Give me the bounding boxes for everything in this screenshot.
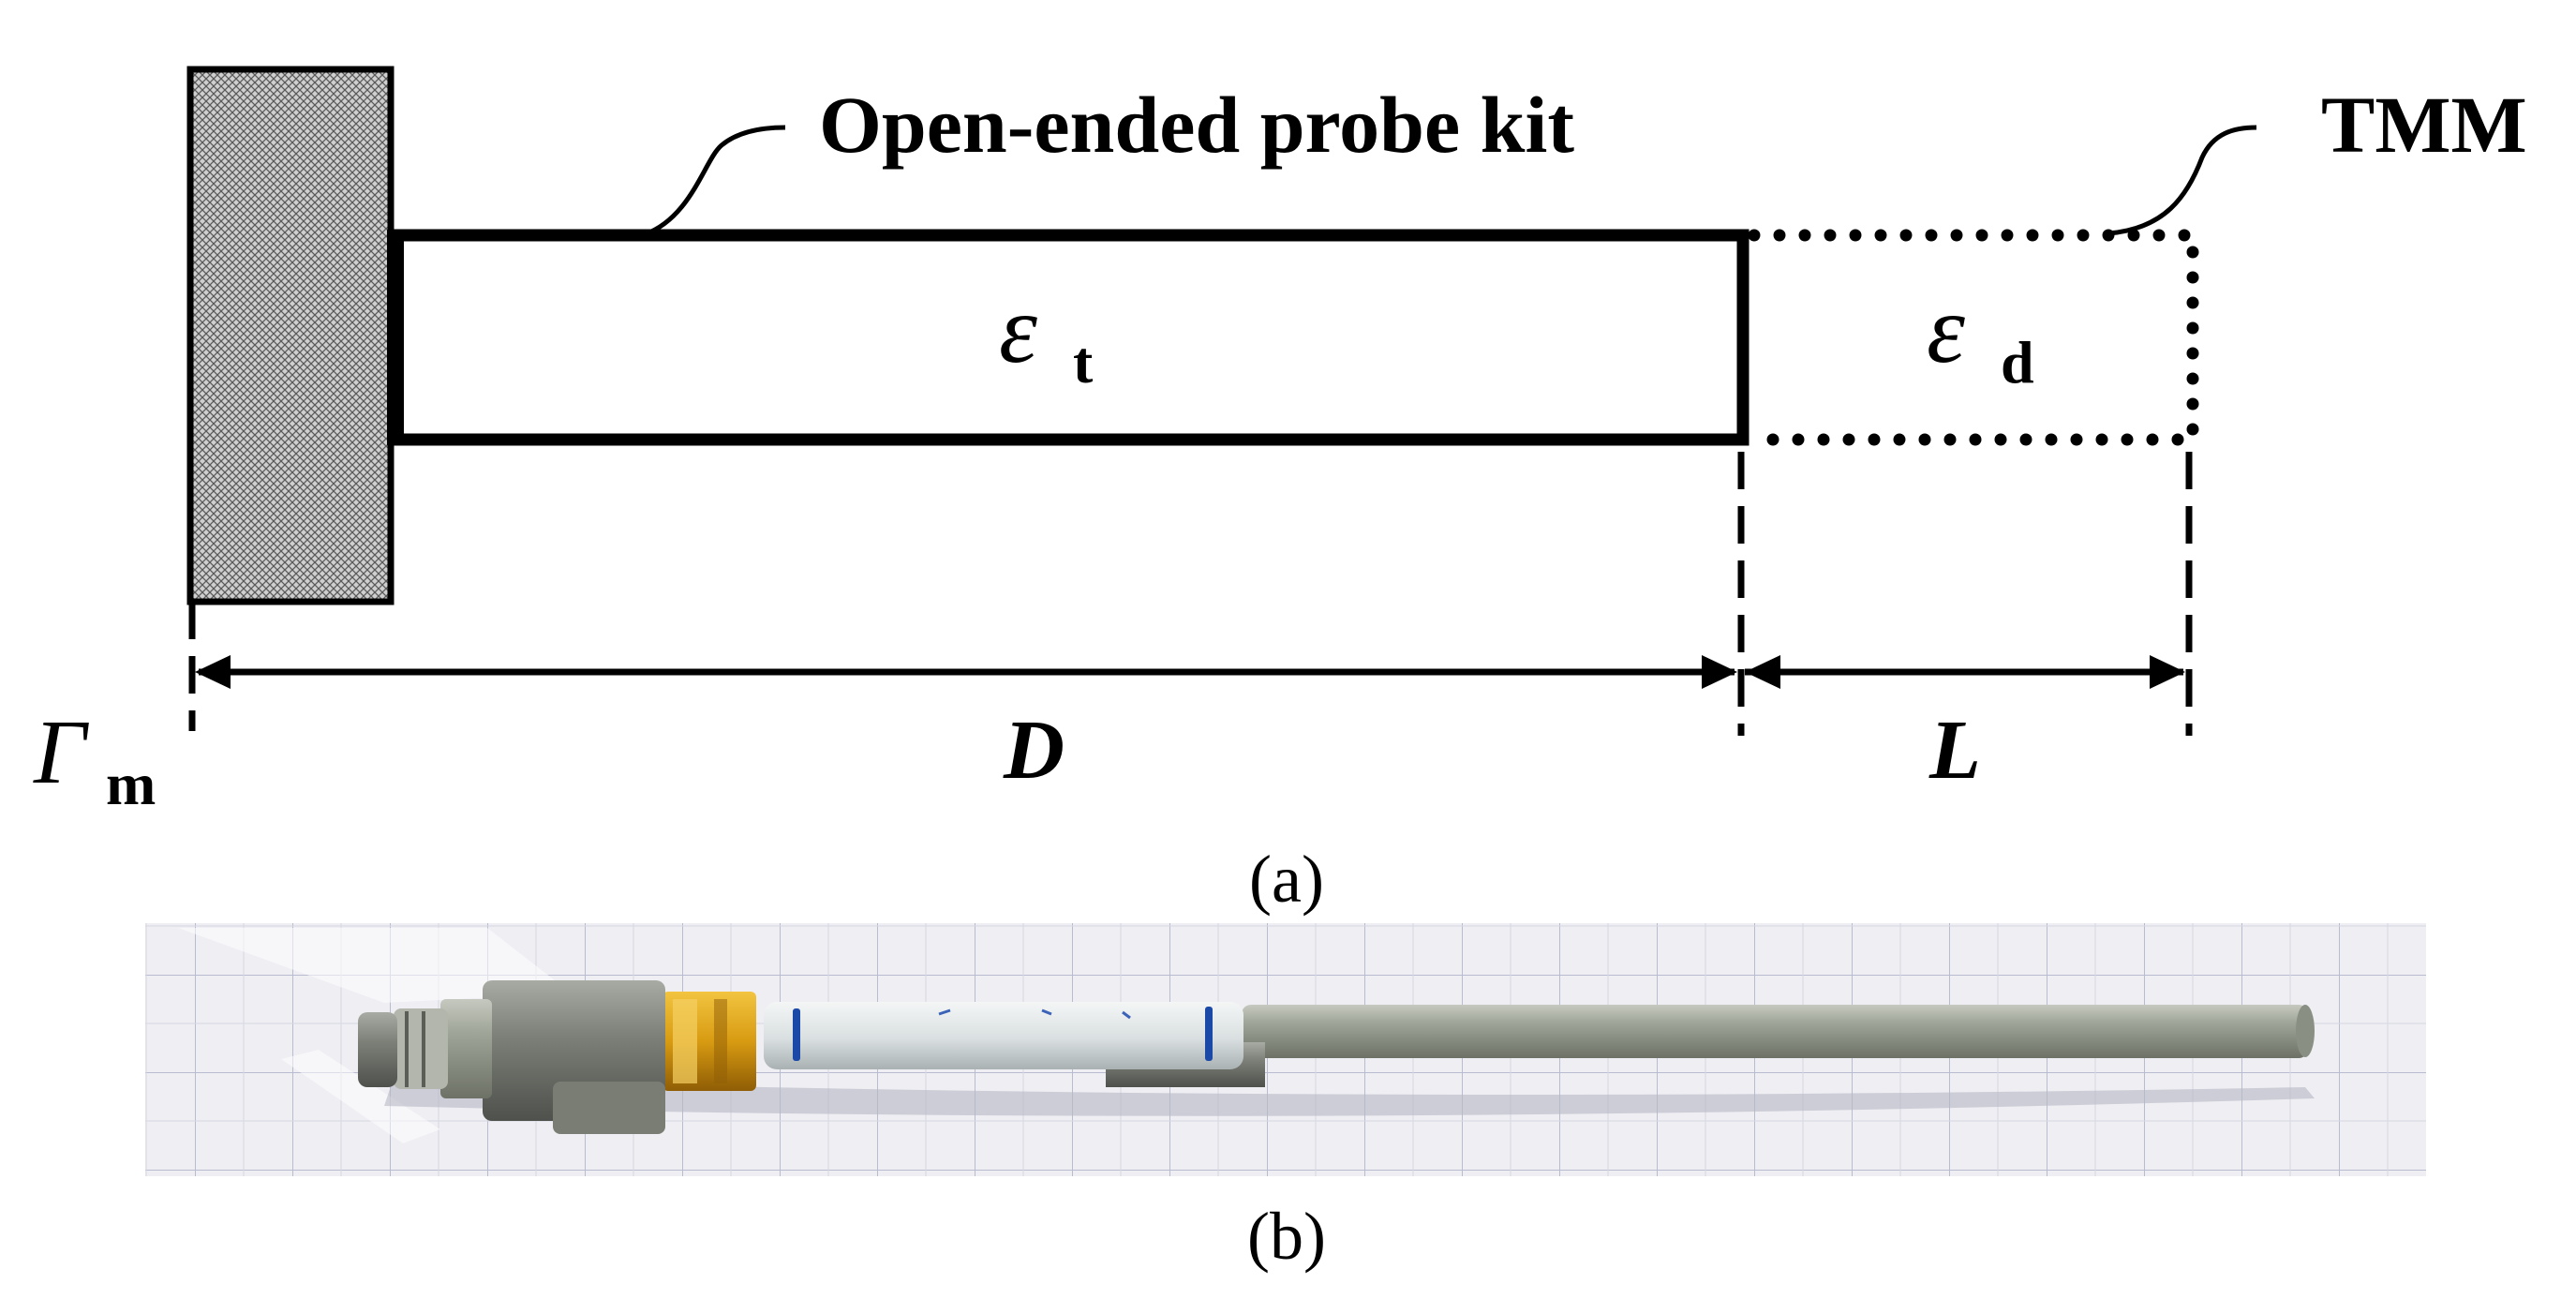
- dimension-arrow-L: [1745, 655, 2185, 689]
- tmm-label: TMM: [2321, 80, 2527, 170]
- epsilon-t-symbol: ε: [999, 276, 1037, 383]
- probe-leader-line: [644, 125, 786, 237]
- probe-kit-label: Open-ended probe kit: [819, 80, 1574, 170]
- epsilon-d-subscript: d: [2001, 329, 2034, 396]
- caption-b: (b): [1247, 1199, 1326, 1274]
- gamma-symbol: Γ: [33, 702, 89, 803]
- gamma-subscript: m: [106, 751, 156, 817]
- probe-photo: (b): [145, 923, 2426, 1274]
- tmm-leader-line: [2107, 125, 2257, 236]
- epsilon-t-subscript: t: [1073, 329, 1094, 396]
- dimension-D-label: D: [1003, 704, 1065, 797]
- connector-block: [186, 66, 395, 605]
- dimension-L-label: L: [1928, 704, 1981, 797]
- caption-a: (a): [1249, 842, 1324, 917]
- brass-nut: [663, 992, 756, 1091]
- dimension-arrow-D: [195, 655, 1737, 689]
- probe-body-outline: [394, 229, 1750, 446]
- probe-rod: [1242, 1005, 2308, 1058]
- probe-body: [394, 235, 1743, 440]
- tmm-region-outline: [1748, 229, 2199, 446]
- probe-sleeve: [764, 1002, 1243, 1069]
- epsilon-d-symbol: ε: [1927, 276, 1965, 383]
- schematic: Open-ended probe kit TMM ε t ε d Γ m D L…: [33, 66, 2527, 917]
- probe-connector: [358, 980, 665, 1134]
